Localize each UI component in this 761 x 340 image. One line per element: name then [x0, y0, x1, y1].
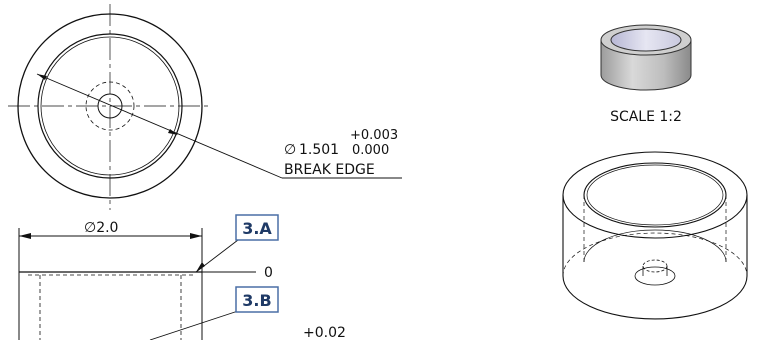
wire-top-break-edge — [586, 164, 724, 226]
callout-b-leader — [149, 310, 239, 340]
callout-3a-label: 3.A — [242, 219, 272, 238]
wireframe-iso-view — [562, 151, 748, 320]
leader-arrowhead-outer — [37, 74, 47, 80]
wire-bore-floor — [583, 229, 727, 263]
wire-top-inner — [583, 162, 727, 228]
front-view — [18, 228, 256, 340]
front-tolerance-upper: +0.02 — [303, 325, 346, 340]
datum-zero-label: 0 — [264, 265, 273, 281]
callout-3b-label: 3.B — [242, 291, 271, 310]
wire-bottom-back — [562, 232, 748, 277]
iso-scale-label: SCALE 1:2 — [610, 109, 682, 125]
dimension-arrow-left — [19, 233, 31, 239]
top-diameter-tolerance-upper: +0.003 — [350, 128, 398, 143]
shaded-bore — [610, 28, 682, 52]
callout-3a: 3.A — [235, 214, 279, 241]
wire-center-hole-top — [642, 259, 668, 273]
top-diameter-symbol: ∅ — [284, 142, 296, 158]
break-edge-note: BREAK EDGE — [284, 162, 375, 178]
wire-bottom-front — [562, 275, 748, 320]
top-view — [8, 4, 402, 210]
callout-a-arrowhead — [196, 262, 205, 272]
front-diameter-label: ∅2.0 — [84, 220, 118, 236]
leader-arrowhead-inner — [168, 129, 178, 135]
callout-3b-box — [235, 286, 279, 313]
wire-center-hole-bottom — [634, 266, 676, 286]
dimension-arrow-right — [190, 233, 202, 239]
top-diameter-value: 1.501 — [299, 142, 339, 158]
top-diameter-tolerance-lower: 0.000 — [352, 143, 389, 158]
callout-3b: 3.B — [235, 286, 279, 313]
callout-3a-box — [235, 214, 279, 241]
shaded-iso-view — [600, 24, 692, 91]
diameter-leader-line — [36, 73, 283, 179]
